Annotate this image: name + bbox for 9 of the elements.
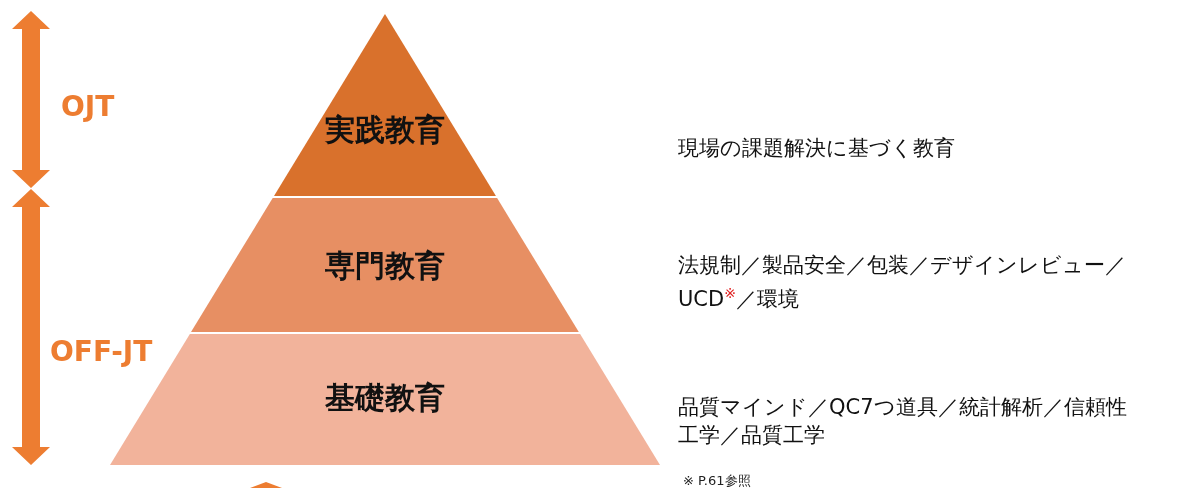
description-text: 現場の課題解決に基づく教育 xyxy=(678,135,956,162)
level-title: 基礎教育 xyxy=(325,379,445,417)
description-text: 法規制／製品安全／包装／デザインレビュー／UCD$^{※}$／環境 xyxy=(678,252,1127,313)
footnote-text: ※ P.61参照 xyxy=(683,472,751,488)
description-text: 品質マインド／QC7つ道具／統計解析／信頼性工学／品質工学 xyxy=(678,394,1128,449)
level-title: 専門教育 xyxy=(325,247,445,285)
level-title: 実践教育 xyxy=(325,111,445,149)
range-label: OFF-JT xyxy=(50,335,153,368)
range-label: OJT xyxy=(61,90,115,123)
